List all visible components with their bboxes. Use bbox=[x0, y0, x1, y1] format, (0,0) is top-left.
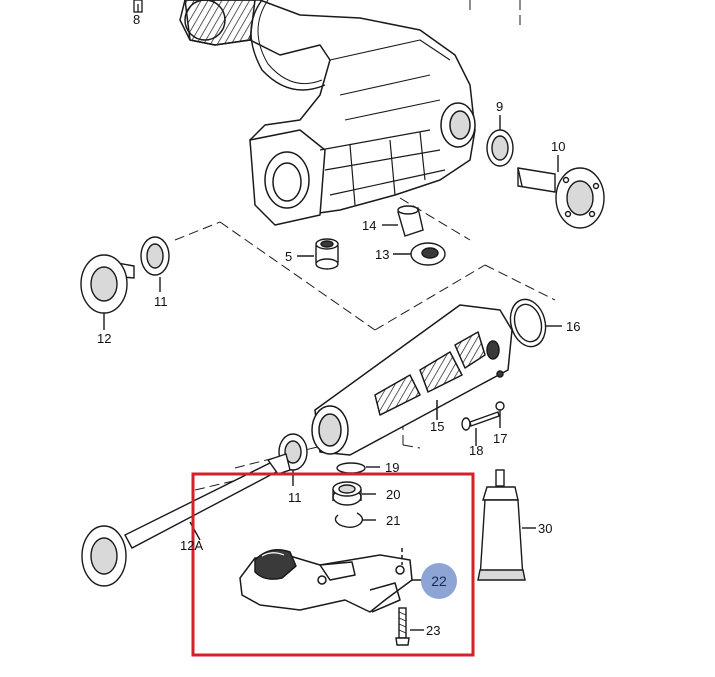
label-part-19: 19 bbox=[385, 460, 400, 475]
label-part-11-lower: 11 bbox=[288, 490, 302, 505]
label-part-17: 17 bbox=[493, 431, 508, 446]
label-part-20: 20 bbox=[386, 487, 401, 502]
part-17-washer bbox=[495, 401, 505, 428]
label-part-22-badge: 22 bbox=[421, 563, 457, 599]
differential-housing bbox=[179, 0, 476, 226]
part-23-bolt bbox=[395, 607, 424, 646]
part-12a-drive-shaft bbox=[81, 453, 291, 587]
label-part-10: 10 bbox=[551, 139, 566, 154]
label-part-11-upper: 11 bbox=[154, 294, 168, 309]
part-18-bolt bbox=[461, 411, 500, 446]
housing-gasket-inner bbox=[257, 0, 323, 85]
label-part-15: 15 bbox=[430, 419, 445, 434]
label-part-12: 12 bbox=[97, 331, 112, 346]
part-8-bolt bbox=[133, 0, 143, 13]
label-part-21: 21 bbox=[386, 513, 401, 528]
part-10-flange-shaft bbox=[517, 155, 605, 229]
part-11-seal-upper bbox=[140, 236, 170, 292]
housing-gasket bbox=[250, 0, 326, 91]
label-part-13: 13 bbox=[375, 247, 390, 262]
label-part-5: 5 bbox=[285, 249, 293, 264]
label-part-12a: 12A bbox=[180, 538, 204, 553]
part-30-grease-tube bbox=[477, 469, 536, 581]
part-13-bushing bbox=[393, 242, 446, 266]
part-9-seal bbox=[486, 115, 514, 167]
part-22-mounting-bracket bbox=[239, 548, 425, 613]
part-15-axle-tube bbox=[311, 304, 513, 456]
part-21-circlip bbox=[334, 512, 376, 528]
part-5-plug bbox=[297, 238, 339, 270]
label-part-9: 9 bbox=[496, 99, 504, 114]
part-20-bearing bbox=[332, 481, 376, 506]
label-part-18: 18 bbox=[469, 443, 484, 458]
part-16-gasket bbox=[509, 298, 562, 348]
label-part-30: 30 bbox=[538, 521, 553, 536]
label-part-8: 8 bbox=[133, 12, 141, 27]
label-part-14: 14 bbox=[362, 218, 377, 233]
part-14-sleeve bbox=[382, 205, 424, 237]
highlight-box bbox=[191, 472, 475, 657]
label-part-16: 16 bbox=[566, 319, 581, 334]
part-12-flange bbox=[80, 254, 135, 330]
part-19-circlip bbox=[336, 462, 380, 474]
label-part-23: 23 bbox=[426, 623, 441, 638]
